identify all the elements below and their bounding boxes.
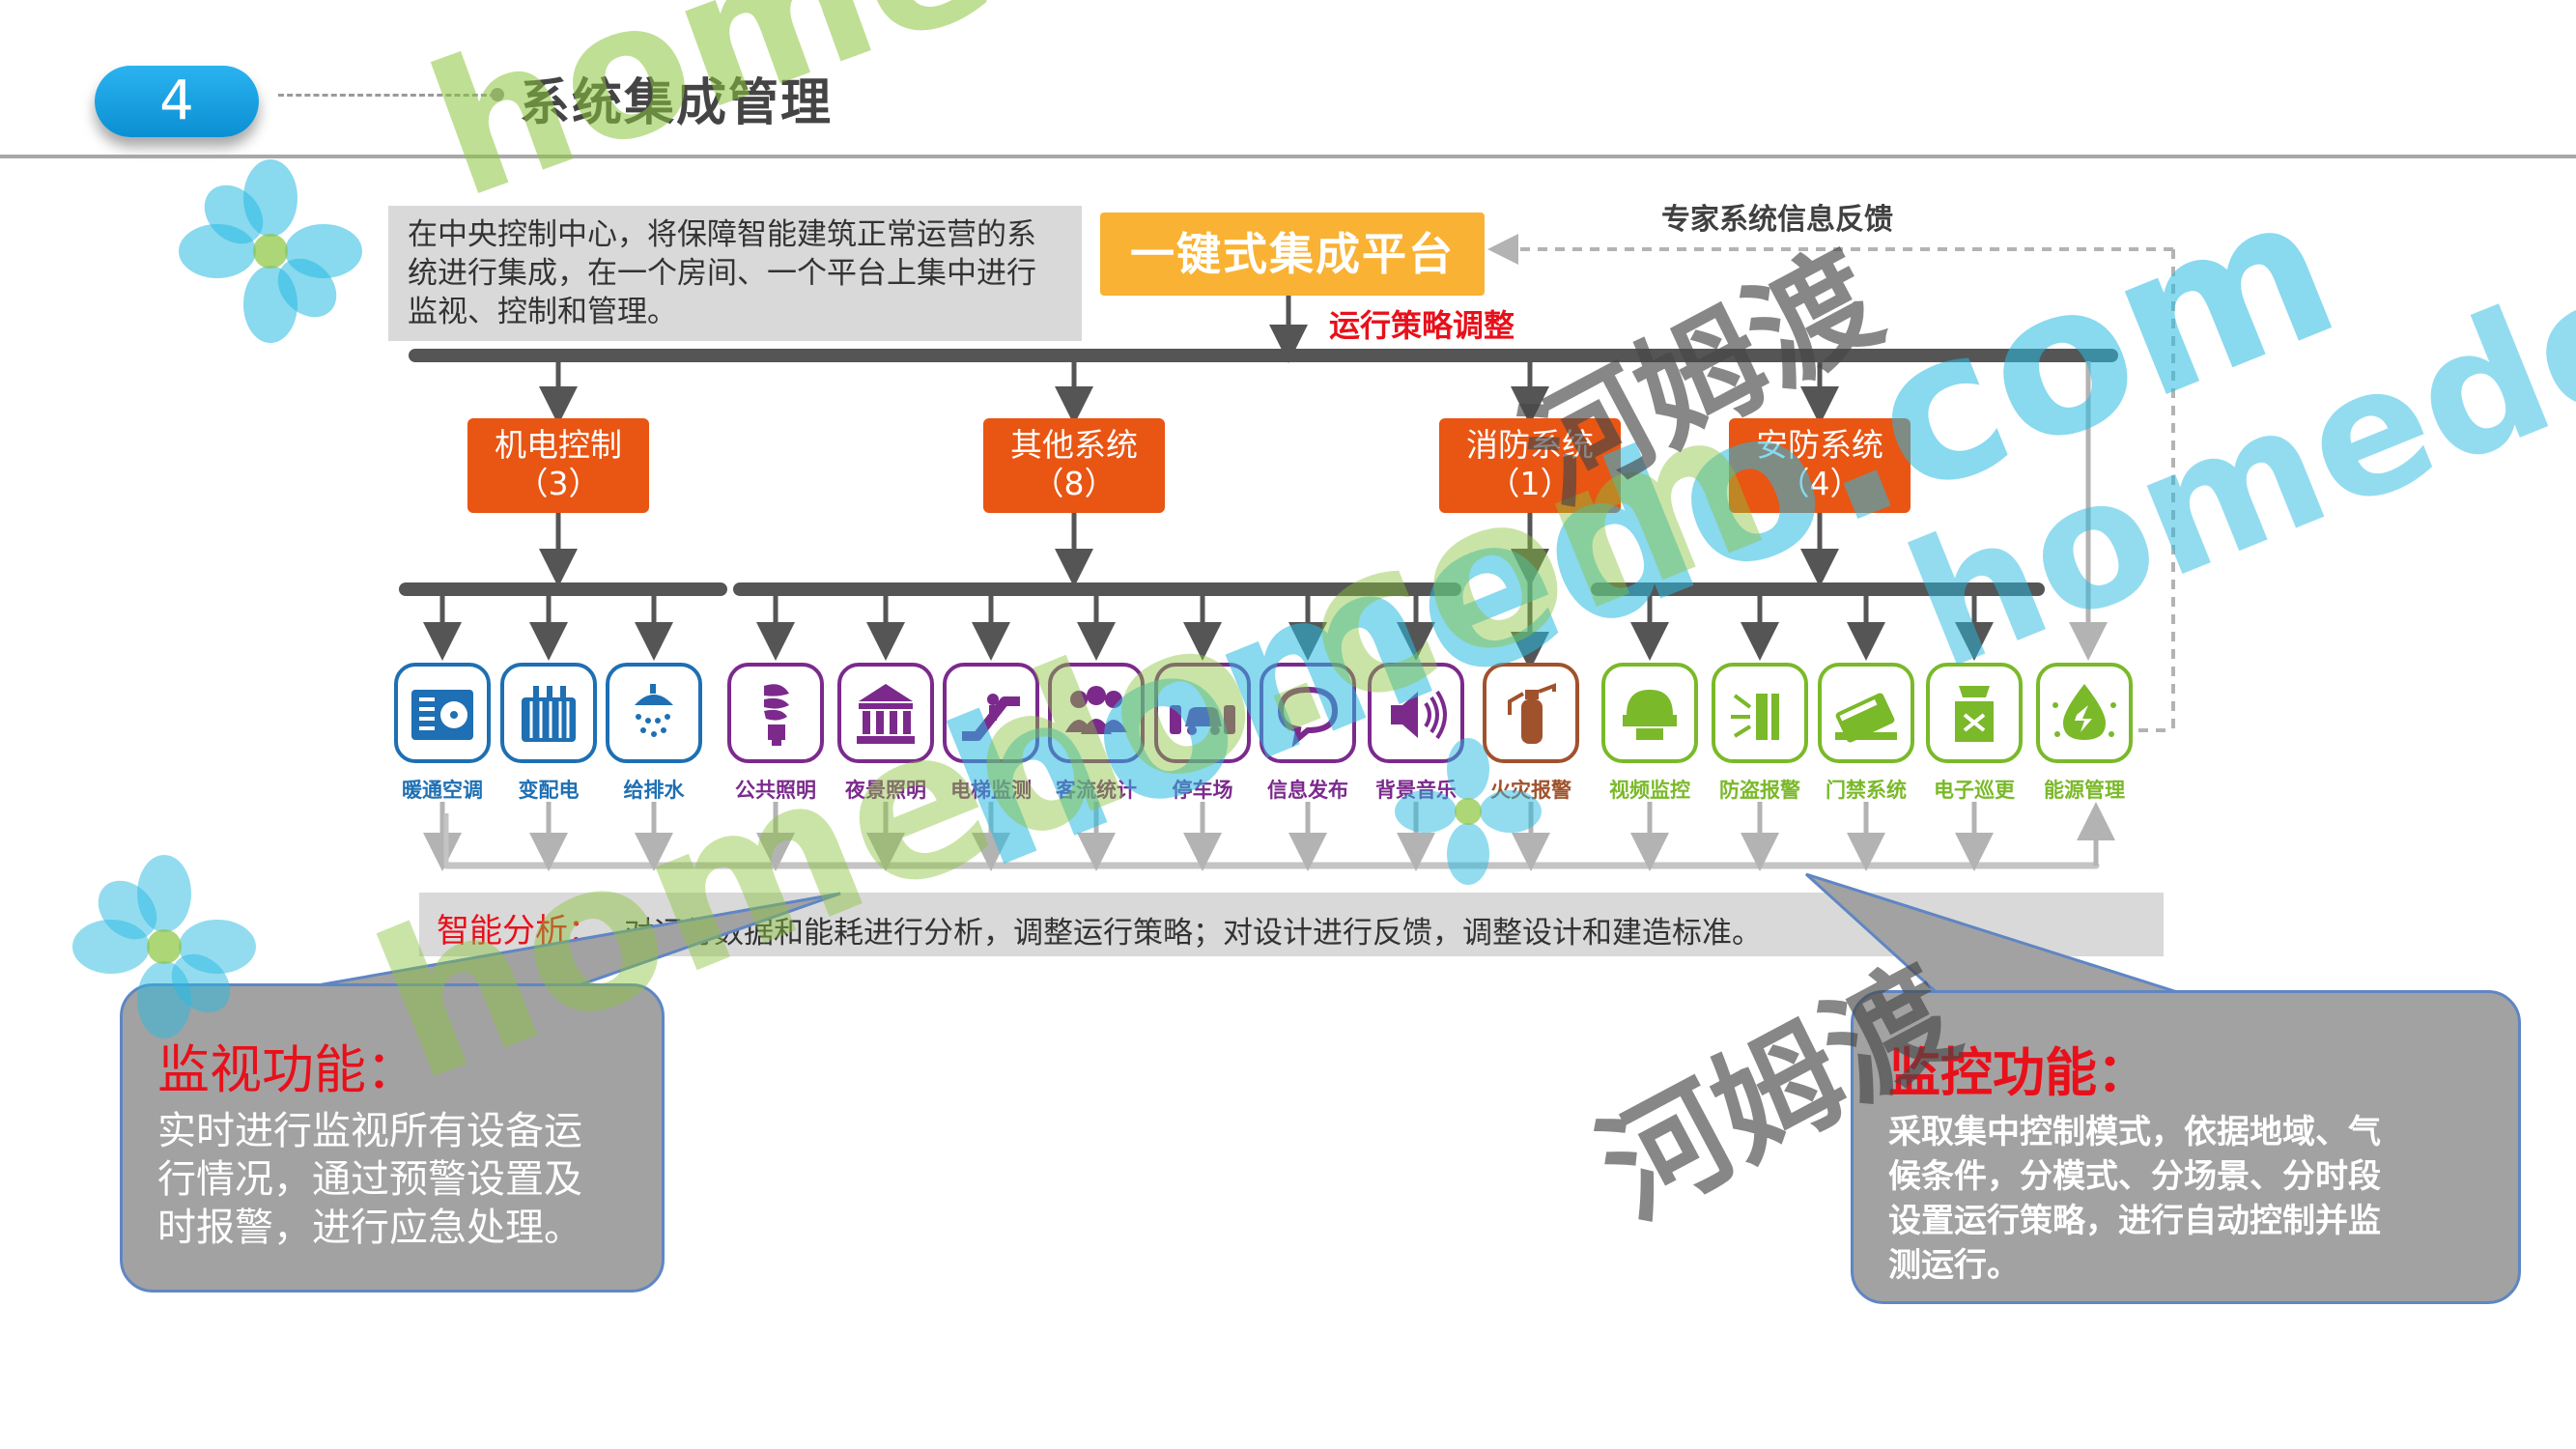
device-tile (1483, 663, 1579, 763)
bulb-icon (764, 684, 789, 746)
device-tile (2036, 663, 2133, 763)
system-name: 其他系统 (1010, 426, 1138, 464)
card-icon (1835, 693, 1897, 743)
intro-text-box: 在中央控制中心，将保障智能建筑正常运营的系统进行集成，在一个房间、一个平台上集中… (388, 206, 1082, 341)
extinguisher-icon (1508, 683, 1556, 744)
monitor-callout: 监视功能： 实时进行监视所有设备运 行情况，通过预警设置及 时报警，进行应急处理… (120, 983, 665, 1293)
header-divider (0, 155, 2576, 158)
device-tile (1712, 663, 1808, 763)
flower-logo-icon (179, 159, 362, 343)
strategy-adjust-label: 运行策略调整 (1329, 307, 1515, 344)
guard-icon (1955, 686, 1994, 742)
control-callout-pointer (1804, 872, 2194, 999)
device-label: 变配电 (518, 779, 580, 802)
hvac-icon (411, 690, 473, 740)
header-dot (491, 88, 504, 101)
system-count: （3） (516, 465, 601, 502)
car-icon (1170, 705, 1235, 735)
device-label: 防盗报警 (1719, 779, 1800, 802)
control-callout-body: 采取集中控制模式，依据地域、气 候条件，分模式、分场景、分时段 设置运行策略，进… (1888, 1113, 2381, 1285)
system-name: 消防系统 (1466, 426, 1594, 464)
system-box-security: 安防系统 （4） (1729, 418, 1911, 513)
building-icon (857, 684, 915, 744)
device-tile (1926, 663, 2023, 763)
device-label: 电梯监测 (950, 779, 1032, 802)
system-box-mep: 机电控制 （3） (467, 418, 649, 513)
device-tile (837, 663, 934, 763)
monitor-callout-pointer (289, 892, 841, 992)
device-label: 信息发布 (1267, 779, 1348, 802)
device-label: 公共照明 (735, 779, 816, 802)
device-label: 客流统计 (1056, 779, 1137, 802)
device-label: 停车场 (1172, 779, 1233, 802)
integration-platform-box: 一键式集成平台 (1100, 213, 1485, 296)
flower-logo-icon (1395, 738, 1542, 885)
device-label: 能源管理 (2044, 779, 2125, 802)
device-label: 暖通空调 (402, 779, 483, 802)
energy-drop-icon (2052, 684, 2116, 740)
device-tile (727, 663, 824, 763)
device-label: 门禁系统 (1826, 779, 1907, 802)
alarm-icon (1731, 694, 1779, 740)
device-tile (1260, 663, 1356, 763)
device-tile (500, 663, 597, 763)
control-callout: 监控功能： 采取集中控制模式，依据地域、气 候条件，分模式、分场景、分时段 设置… (1851, 990, 2521, 1304)
section-number-badge: 4 (95, 66, 259, 137)
device-tile (1048, 663, 1145, 763)
escalator-icon (962, 694, 1020, 741)
device-tile (1601, 663, 1698, 763)
device-tile (1154, 663, 1251, 763)
system-name: 机电控制 (495, 426, 622, 464)
device-tile (1368, 663, 1464, 763)
device-tile (943, 663, 1039, 763)
monitor-callout-body: 实时进行监视所有设备运 行情况，通过预警设置及 时报警，进行应急处理。 (157, 1109, 582, 1250)
system-name: 安防系统 (1756, 426, 1883, 464)
expert-feedback-label: 专家系统信息反馈 (1661, 203, 1893, 237)
device-tile (394, 663, 491, 763)
flower-logo-icon (72, 855, 256, 1038)
speech-bubble-icon (1277, 686, 1339, 748)
device-tile (606, 663, 702, 763)
monitor-callout-title: 监视功能： (157, 1039, 418, 1100)
shower-icon (635, 684, 673, 737)
system-box-fire: 消防系统 （1） (1439, 418, 1621, 513)
page-title: 系统集成管理 (520, 74, 834, 132)
device-label: 夜景照明 (845, 779, 926, 802)
system-box-other: 其他系统 （8） (983, 418, 1165, 513)
device-label: 给排水 (623, 779, 685, 802)
speaker-icon (1391, 690, 1447, 740)
analysis-text: 对运行数据和能耗进行分析，调整运行策略；对设计进行反馈，调整设计和建造标准。 (624, 916, 1762, 951)
device-label: 电子巡更 (1934, 779, 2015, 802)
system-count: （4） (1777, 465, 1862, 502)
camera-icon (1623, 690, 1677, 740)
control-callout-title: 监控功能： (1888, 1042, 2149, 1103)
header-dashed-line (278, 94, 495, 97)
device-label: 视频监控 (1609, 779, 1690, 802)
people-icon (1065, 686, 1127, 734)
system-count: （1） (1487, 465, 1572, 502)
transformer-icon (522, 686, 576, 742)
device-tile (1818, 663, 1914, 763)
system-count: （8） (1032, 465, 1117, 502)
